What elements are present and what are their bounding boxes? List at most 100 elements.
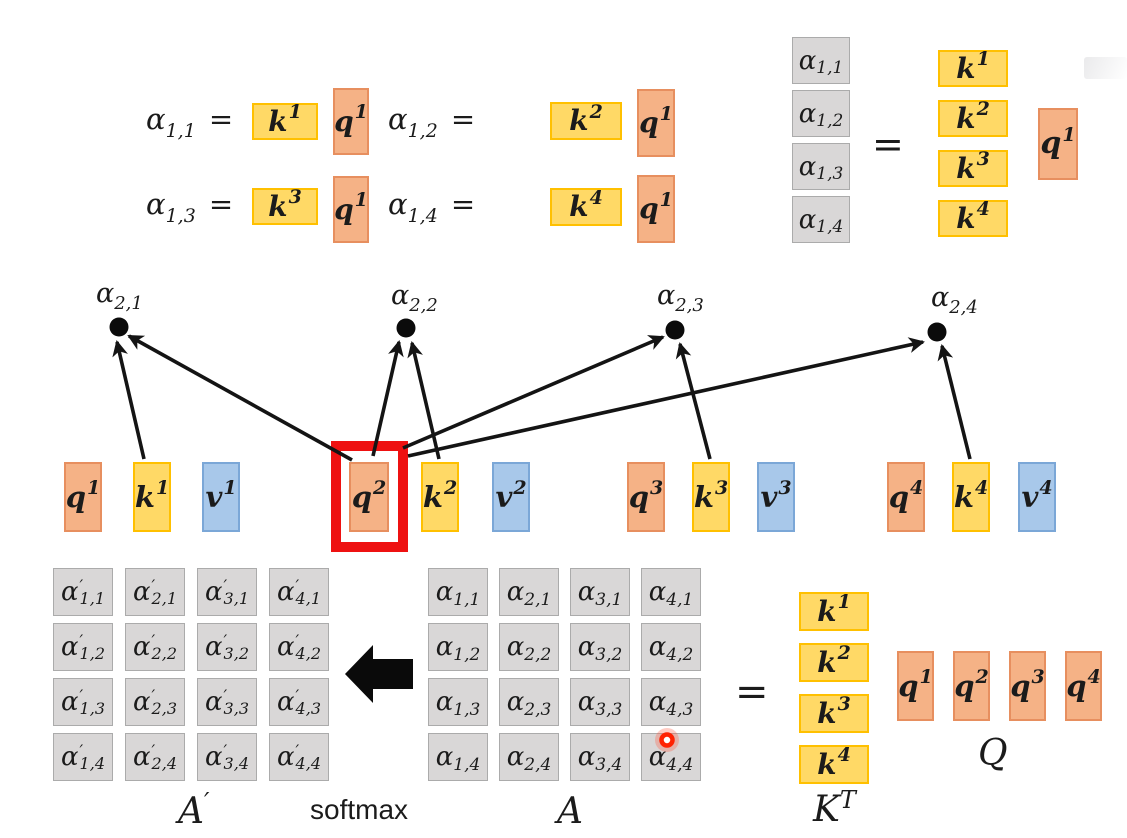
q2-highlight-box (331, 441, 408, 552)
arrow-k4-to-alpha24 (937, 344, 972, 460)
node-label-alpha-2-4: α2,4 (931, 282, 978, 318)
a-prime-cell: α′2,1 (125, 568, 185, 616)
arrow-k3-to-alpha23 (675, 342, 712, 460)
softmax-left-arrow (345, 645, 413, 703)
label-softmax: softmax (310, 794, 409, 825)
a-prime-cell: α′3,1 (197, 568, 257, 616)
a-prime-cell: α′2,3 (125, 678, 185, 726)
arrow-k2-to-alpha22 (407, 341, 441, 460)
equation-alpha-1-2: α1,2= (388, 102, 476, 142)
arrow-q2-to-alpha24 (407, 337, 925, 458)
equals-sign: = (450, 102, 476, 136)
equation-alpha-1-1: α1,1= (146, 102, 234, 142)
node-dot-alpha23 (665, 320, 685, 340)
node-dot-alpha21 (109, 317, 129, 337)
label-q: Q (978, 733, 1008, 774)
equals-sign: = (450, 187, 476, 221)
node-dots (109, 317, 947, 342)
a-prime-cell: α′4,4 (269, 733, 329, 781)
a-prime-cell: α′3,2 (197, 623, 257, 671)
matrix-a-prime: α′1,1 α′2,1 α′3,1 α′4,1 α′1,2 α′2,2 α′3,… (53, 568, 329, 781)
label-kt: KT (813, 786, 856, 830)
alpha-symbol: α (146, 187, 166, 221)
a-prime-cell: α′1,1 (53, 568, 113, 616)
a-prime-cell: α′1,2 (53, 623, 113, 671)
equals-sign: = (208, 187, 234, 221)
a-prime-cell: α′2,4 (125, 733, 185, 781)
attention-arrows (112, 334, 972, 462)
node-label-alpha-2-2: α2,2 (391, 280, 438, 316)
arrow-q2-to-alpha21 (127, 334, 353, 462)
node-label-alpha-2-3: α2,3 (657, 280, 704, 316)
equals-sign: = (208, 102, 234, 136)
a-prime-cell: α′3,3 (197, 678, 257, 726)
arrow-q2-to-alpha23 (402, 335, 665, 450)
alpha-symbol: α (388, 187, 408, 221)
video-artifact-streak (1084, 57, 1127, 79)
alpha-symbol: α (388, 102, 408, 136)
a-prime-cell: α′1,4 (53, 733, 113, 781)
arrow-k1-to-alpha21 (112, 340, 146, 460)
a-prime-cell: α′3,4 (197, 733, 257, 781)
label-a: A (557, 791, 583, 832)
equals-sign: = (872, 122, 904, 166)
a-prime-cell: α′1,3 (53, 678, 113, 726)
node-dot-alpha24 (927, 322, 947, 342)
equals-sign: = (735, 669, 769, 715)
a-prime-cell: α′4,3 (269, 678, 329, 726)
alpha-symbol: α (146, 102, 166, 136)
a-prime-cell: α′2,2 (125, 623, 185, 671)
a-prime-cell: α′4,1 (269, 568, 329, 616)
